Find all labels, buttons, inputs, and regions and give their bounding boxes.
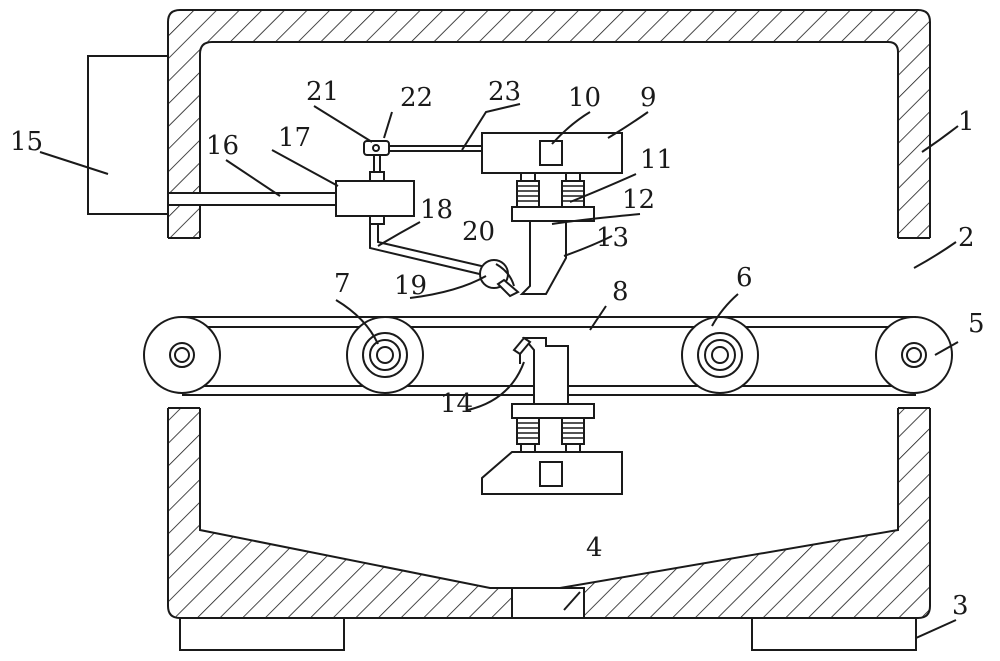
lower-springs [516, 417, 585, 453]
label-6: 6 [736, 263, 753, 293]
lower-assembly [481, 336, 623, 495]
pivot-bottom [369, 215, 385, 225]
label-12: 12 [622, 185, 655, 215]
label-19: 19 [394, 271, 427, 301]
label-16: 16 [206, 131, 239, 161]
label-21: 21 [306, 77, 339, 107]
label-3: 3 [952, 591, 969, 621]
label-10: 10 [568, 83, 601, 113]
label-4: 4 [586, 533, 603, 563]
label-15: 15 [10, 127, 43, 157]
left-wall-gap-upper [166, 238, 202, 318]
blade-14 [521, 337, 569, 405]
pivot-top [369, 171, 385, 182]
label-1: 1 [958, 107, 975, 137]
tip-20 [496, 278, 520, 298]
roller-left-outer [143, 316, 221, 394]
label-18: 18 [420, 195, 453, 225]
label-5: 5 [968, 309, 985, 339]
upper-assembly [481, 132, 623, 295]
label-22: 22 [400, 83, 433, 113]
foot-left [179, 617, 345, 651]
block-17 [335, 180, 415, 217]
springs-11 [516, 172, 585, 208]
leader-lines [39, 103, 959, 639]
label-7: 7 [334, 269, 351, 299]
housing [166, 9, 932, 619]
label-2: 2 [958, 223, 975, 253]
label-8: 8 [612, 277, 629, 307]
foot-right [751, 617, 917, 651]
shaft-16 [167, 192, 339, 206]
conveyor [143, 316, 953, 396]
roller-6 [681, 316, 759, 394]
label-9: 9 [640, 83, 657, 113]
label-23: 23 [488, 77, 521, 107]
outlet-4 [511, 587, 585, 619]
label-11: 11 [640, 145, 673, 175]
label-14: 14 [440, 389, 473, 419]
blade-13 [519, 220, 567, 295]
lower-plate [511, 403, 595, 419]
label-17: 17 [278, 123, 311, 153]
label-13: 13 [596, 223, 629, 253]
hinge-21-22 [363, 140, 390, 156]
lower-block [539, 461, 563, 487]
roller-5 [875, 316, 953, 394]
labels: 1 2 3 4 5 6 7 8 9 10 11 12 13 14 15 16 1… [10, 77, 985, 621]
linkage [335, 140, 520, 298]
label-20: 20 [462, 217, 495, 247]
roller-7 [346, 316, 424, 394]
rod-23 [388, 145, 483, 152]
block-10 [539, 140, 563, 166]
plate-12 [511, 206, 595, 222]
motor-box-15 [87, 55, 169, 215]
